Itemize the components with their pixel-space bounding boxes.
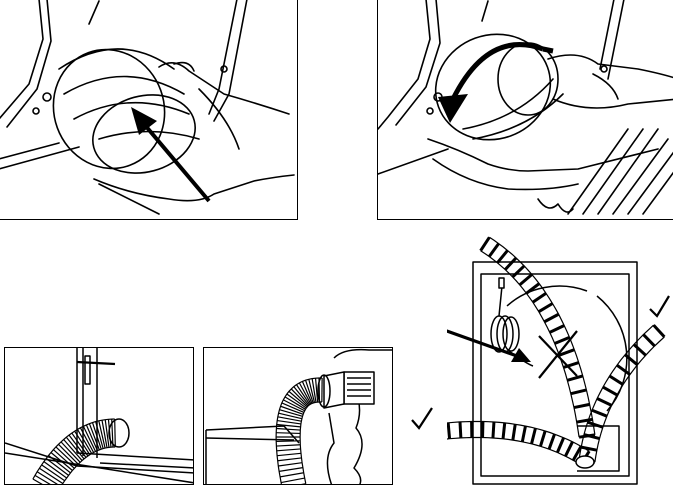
cross-icon [538, 330, 578, 379]
panel-hose-through-window [4, 347, 194, 485]
hand-push-adapter-icon [0, 0, 295, 215]
dryer-hose-routing-icon [447, 236, 670, 485]
hose-window-icon [5, 348, 193, 484]
panel-fit-adapter [0, 0, 298, 220]
hose-wall-vent-icon [205, 348, 392, 484]
checkmark-icon [411, 407, 433, 430]
panel-hose-routing [447, 236, 673, 488]
checkmark-icon [649, 295, 670, 318]
hand-twist-adapter-icon [378, 0, 673, 215]
panel-twist-adapter [377, 0, 673, 220]
panel-hose-to-wall-vent [203, 347, 393, 485]
